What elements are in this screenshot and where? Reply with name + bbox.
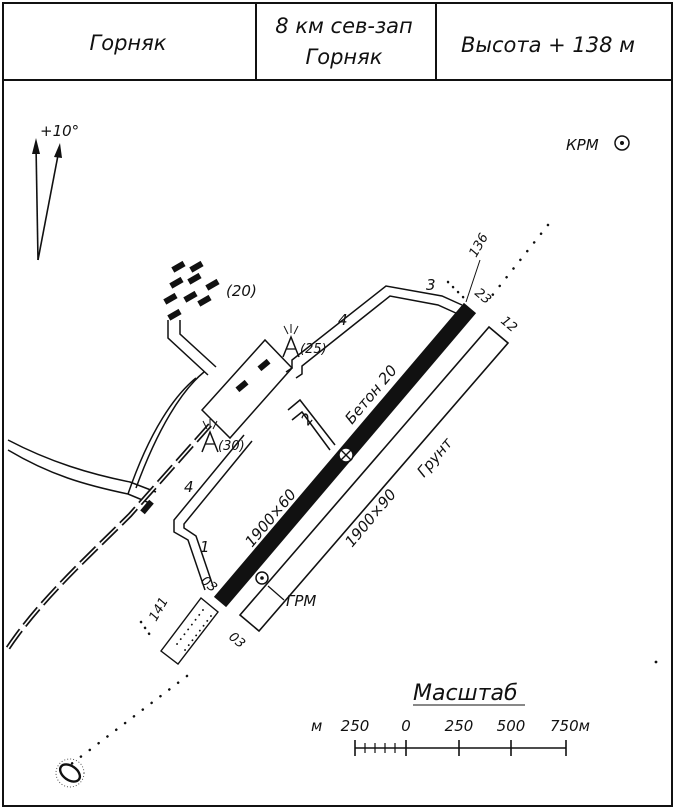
heading-ne-paved: 23 [471, 286, 493, 308]
taxiway-2-a [287, 398, 336, 446]
centerline-sw-extension [64, 674, 189, 770]
location-line-1: 8 км сев-зап [275, 14, 412, 38]
stray-dot [654, 660, 658, 664]
heading-ne-dirt: 12 [497, 314, 519, 336]
station-building [140, 499, 154, 515]
aerodrome-name: Горняк [90, 31, 167, 55]
locator-icon [55, 758, 85, 788]
scale-tick-label: 750м [550, 717, 590, 735]
threshold-sw-dots [139, 620, 154, 640]
taxiway-left-a [173, 434, 245, 591]
scale-tick-label: 250 [445, 717, 474, 735]
grm-leader [267, 585, 285, 601]
elev-sw: 141 [146, 595, 171, 624]
obstacle-icon [201, 419, 219, 453]
threshold-ne-dots [446, 280, 468, 302]
road-upper-a [167, 320, 209, 376]
scale-tick-label: 250 [341, 717, 370, 735]
elevation: Высота + 138 м [461, 33, 635, 57]
dirt-runway [238, 325, 510, 633]
grm-beacon-icon [255, 571, 269, 585]
centerline-ne-extension [485, 223, 550, 304]
krm-label: КРМ [566, 136, 599, 154]
taxiway-4-lower-label: 4 [184, 478, 194, 496]
taxiway-upper-a [285, 285, 463, 373]
terminal-building-2 [235, 379, 249, 393]
taxiway-4-upper-label: 4 [338, 311, 348, 329]
road-left-a [7, 449, 153, 505]
elev-ne: 136 [466, 231, 491, 260]
taxiway-1-label: 1 [200, 538, 210, 556]
scale-title: Масштаб [413, 681, 518, 706]
building-height-3: (30) [218, 439, 245, 454]
road-left-b [7, 439, 157, 493]
building-height-1: (20) [226, 282, 257, 300]
buildings-settlement [163, 260, 220, 321]
taxiway-left-b [183, 440, 253, 587]
building-height-2: (25) [300, 342, 327, 357]
scale-bar [354, 740, 567, 756]
taxiway-3-label: 3 [426, 276, 436, 294]
taxiway-2-label: 2 [297, 410, 317, 429]
elev-ne-leader [465, 259, 481, 303]
runway-midpoint-icon [338, 447, 354, 463]
road-branch-a [127, 377, 197, 495]
railway-inner [7, 424, 211, 649]
scale-tick-label: 500 [497, 717, 526, 735]
scale-tick-label: 0 [401, 717, 411, 735]
grm-label: ГРМ [286, 592, 316, 610]
obstacle-icon [282, 324, 300, 358]
overrun-sw [160, 596, 219, 665]
road-upper-b [179, 320, 217, 368]
krm-beacon-icon [614, 135, 630, 151]
road-branch-b [135, 371, 205, 489]
location-line-2: Горняк [306, 45, 383, 69]
taxiway-upper-b [295, 295, 459, 379]
taxiway-2-b [291, 410, 331, 451]
scale-unit: м [311, 717, 322, 735]
north-arrow: +10° [32, 122, 79, 261]
heading-sw-dirt: 03 [225, 630, 247, 652]
overrun-dots [173, 609, 212, 655]
terminal-building-1 [257, 358, 271, 372]
declination-label: +10° [40, 122, 79, 140]
